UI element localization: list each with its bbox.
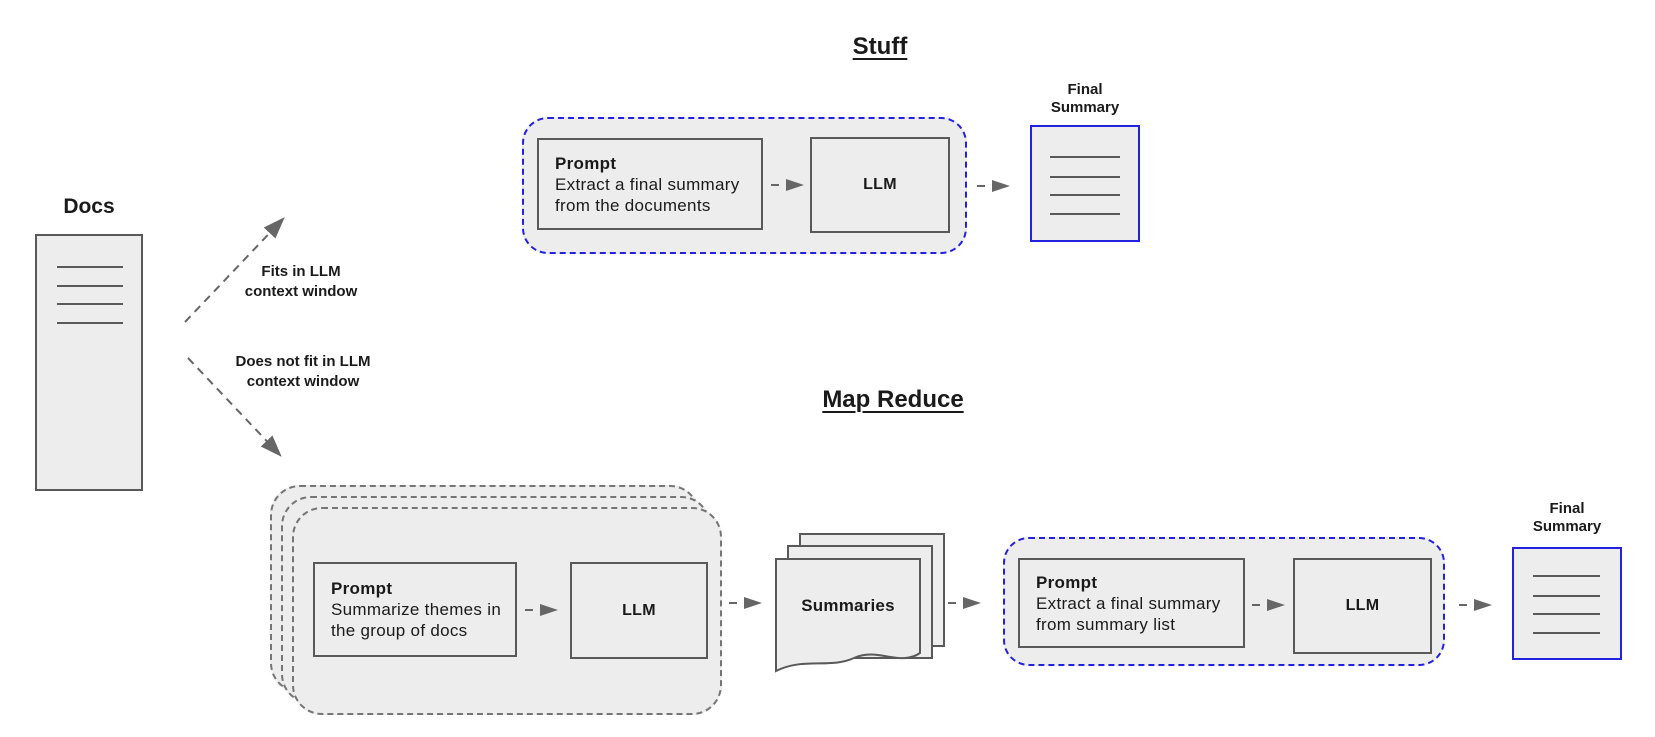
stuff-llm-box: LLM	[810, 137, 950, 233]
fits-branch-line1: Fits in LLM	[261, 263, 341, 280]
arrow-up-right-icon	[184, 217, 285, 323]
arrow-right-icon	[729, 597, 762, 609]
arrow-right-icon	[525, 604, 558, 616]
stuff-final-summary-label: Final Summary	[1025, 81, 1145, 117]
does-not-fit-line2: context window	[246, 373, 360, 390]
stuff-prompt-heading: Prompt	[555, 153, 617, 173]
stuff-llm-label: LLM	[863, 176, 897, 193]
arrow-right-icon	[948, 597, 981, 609]
docs-label: Docs	[63, 195, 115, 218]
text-line	[1533, 575, 1600, 577]
map-llm-label: LLM	[622, 601, 656, 619]
docs-document	[35, 234, 143, 491]
arrow-right-icon	[1252, 599, 1285, 611]
final-label-line2: Summary	[1532, 518, 1602, 535]
map-prompt-body-line1: Summarize themes in	[331, 600, 502, 619]
final-label-line2: Summary	[1050, 99, 1120, 116]
fits-branch-label: Fits in LLM context window	[211, 262, 391, 302]
text-line	[1533, 595, 1600, 597]
map-prompt-body-line2: the group of docs	[331, 621, 468, 640]
text-line	[1050, 156, 1120, 158]
map-prompt-box: Prompt Summarize themes in the group of …	[313, 562, 517, 657]
text-line	[1533, 632, 1600, 634]
arrow-right-icon	[977, 180, 1010, 192]
final-label-line1: Final	[1067, 81, 1103, 98]
arrow-right-icon	[1459, 599, 1492, 611]
text-line	[57, 285, 123, 287]
text-line	[1050, 194, 1120, 196]
reduce-llm-label: LLM	[1345, 597, 1380, 614]
reduce-prompt-heading: Prompt	[1036, 572, 1098, 592]
map-prompt-heading: Prompt	[331, 579, 393, 598]
text-line	[57, 322, 123, 324]
text-line	[1050, 213, 1120, 215]
summaries-page-stack	[775, 533, 945, 673]
does-not-fit-line1: Does not fit in LLM	[235, 353, 371, 370]
stuff-prompt-body-line1: Extract a final summary	[555, 174, 740, 194]
reduce-prompt-box: Prompt Extract a final summary from summ…	[1018, 558, 1245, 648]
does-not-fit-branch-label: Does not fit in LLM context window	[208, 352, 398, 392]
map-reduce-final-summary-document	[1512, 547, 1622, 660]
map-reduce-final-summary-label: Final Summary	[1507, 500, 1627, 536]
text-line	[57, 266, 123, 268]
reduce-prompt-body-line2: from summary list	[1036, 614, 1176, 634]
summaries-label: Summaries	[801, 596, 895, 615]
map-reduce-title: Map Reduce	[822, 386, 964, 413]
summary-page-front	[775, 558, 921, 673]
stuff-title: Stuff	[852, 33, 908, 60]
final-label-line1: Final	[1549, 500, 1585, 517]
text-line	[1050, 176, 1120, 178]
map-llm-box: LLM	[570, 562, 708, 659]
text-line	[1533, 613, 1600, 615]
fits-branch-line2: context window	[244, 283, 358, 300]
reduce-llm-box: LLM	[1293, 558, 1432, 654]
text-line	[57, 303, 123, 305]
reduce-prompt-body-line1: Extract a final summary	[1036, 593, 1221, 613]
stuff-prompt-box: Prompt Extract a final summary from the …	[537, 138, 763, 230]
arrow-right-icon	[771, 179, 804, 191]
stuff-prompt-body-line2: from the documents	[555, 195, 711, 215]
stuff-final-summary-document	[1030, 125, 1140, 242]
